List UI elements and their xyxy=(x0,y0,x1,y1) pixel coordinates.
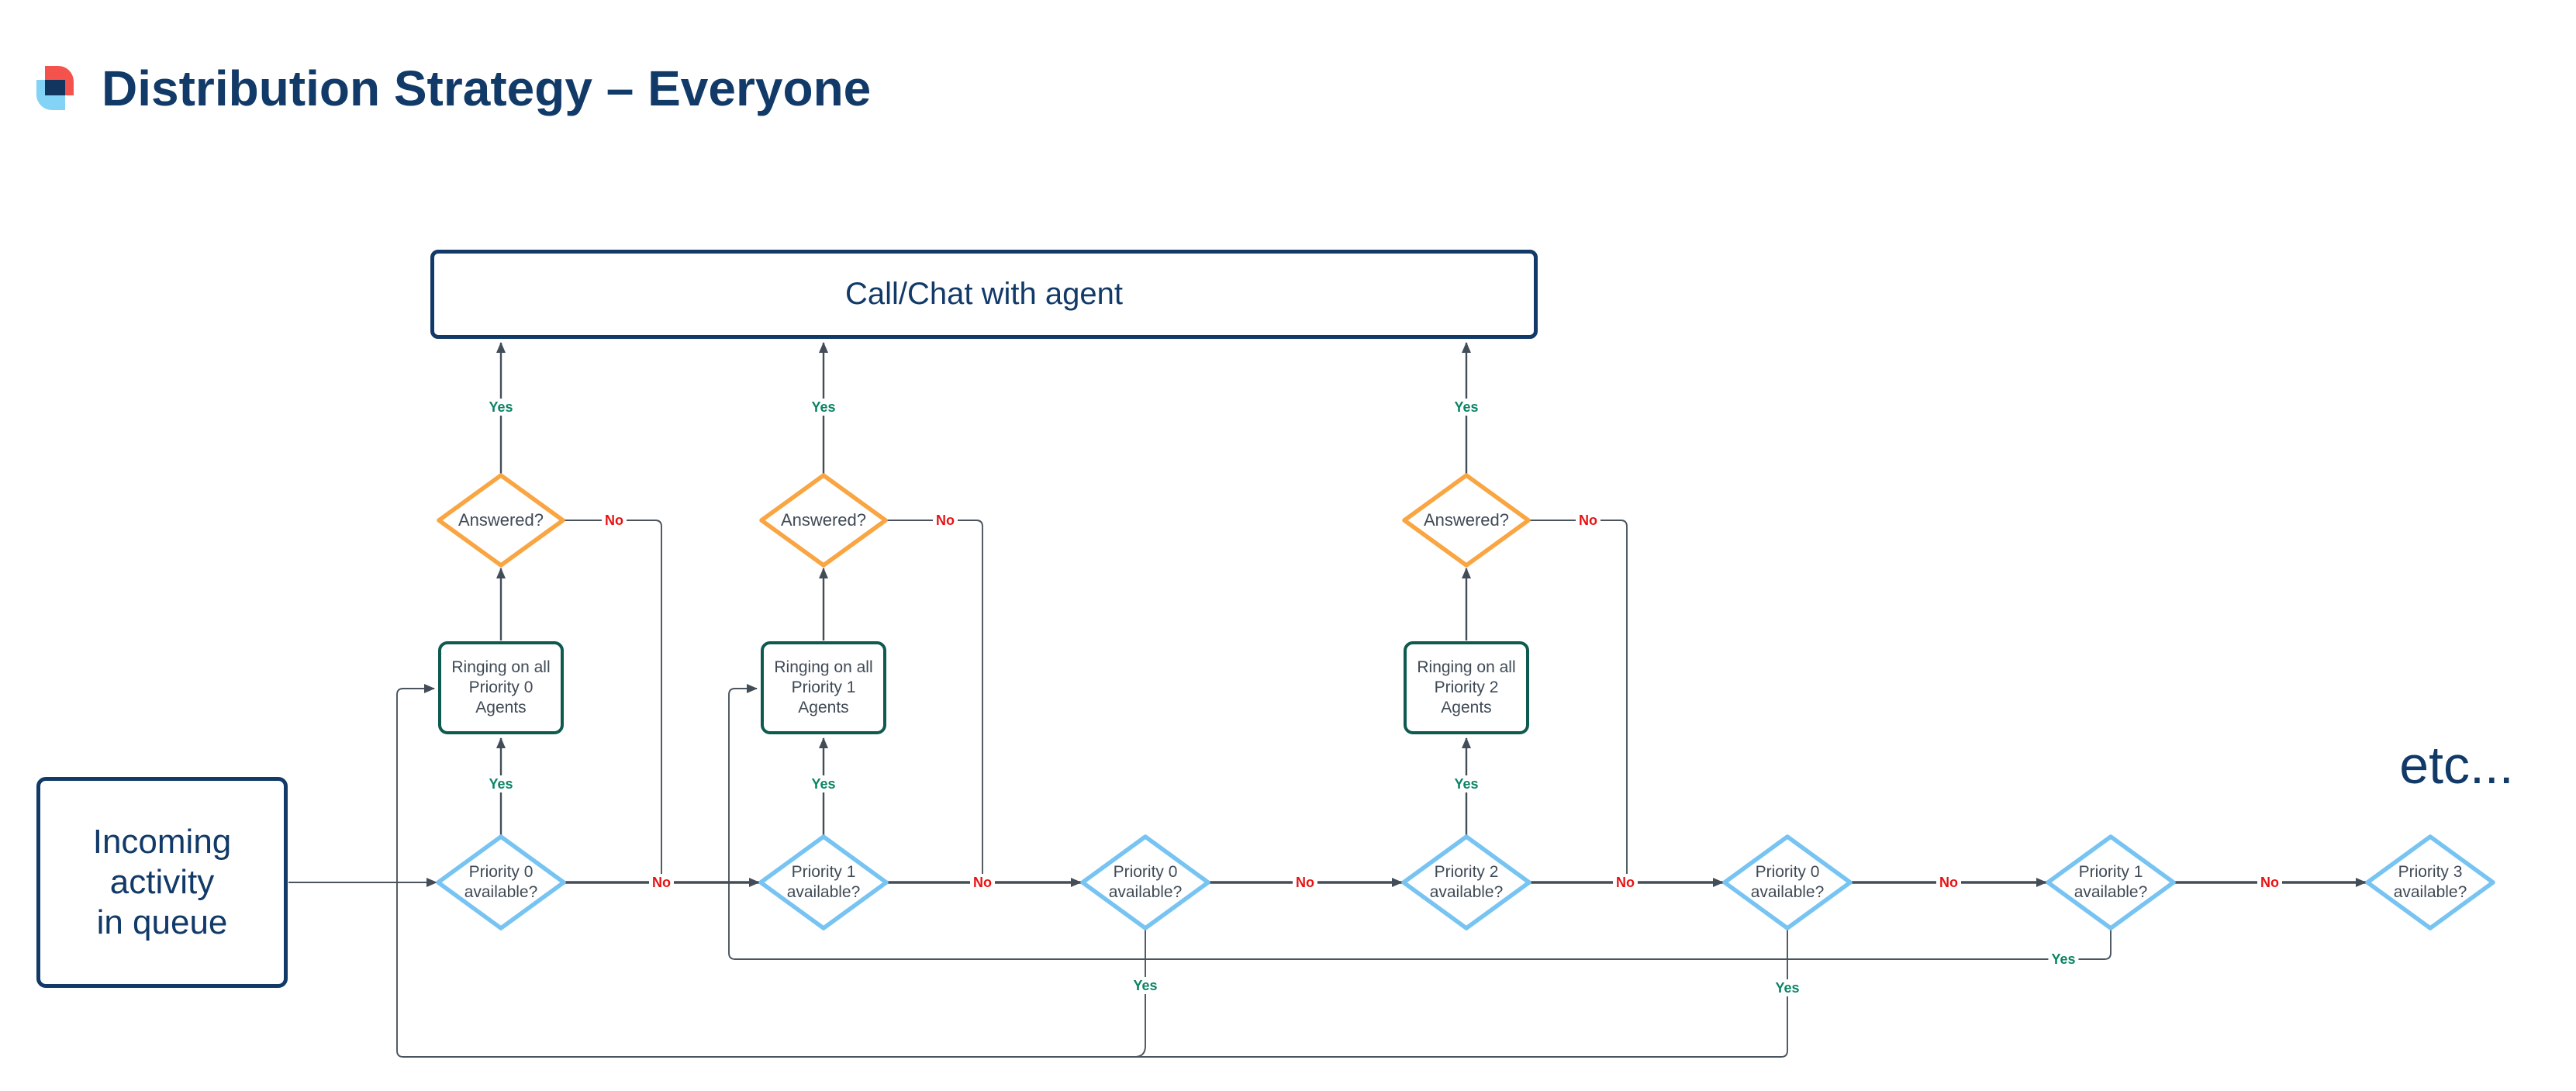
answered-diamond-2-label: Answered? xyxy=(1423,509,1510,530)
yes-label-loop-priority2: Yes xyxy=(1130,977,1161,994)
yes-label-loop-priority5: Yes xyxy=(2048,951,2079,968)
answered-diamond-0-label: Answered? xyxy=(458,509,544,530)
page-title: Distribution Strategy – Everyone xyxy=(102,60,872,116)
ringing-priority1-node: Ringing on all Priority 1 Agents xyxy=(761,641,886,734)
yes-label-priority0: Yes xyxy=(485,775,516,792)
yes-label-loop-priority4: Yes xyxy=(1772,979,1803,996)
priority-diamond-1-shape xyxy=(758,834,889,930)
priority-diamond-2-label: Priority 0 available? xyxy=(1108,863,1183,901)
priority-diamond-3-label: Priority 2 available? xyxy=(1429,863,1504,901)
yes-label-answered1: Yes xyxy=(808,399,839,416)
priority-diamond-6-label: Priority 3 available? xyxy=(2393,863,2467,901)
yes-label-answered0: Yes xyxy=(485,399,516,416)
etc-label: etc... xyxy=(2399,736,2514,795)
priority-diamond-0-shape xyxy=(436,834,566,930)
no-label-row-4: No xyxy=(1936,874,1961,891)
priority-diamond-4-shape xyxy=(1722,834,1853,930)
no-label-answered2: No xyxy=(1576,512,1601,529)
no-label-answered0: No xyxy=(602,512,627,529)
no-label-row-5: No xyxy=(2257,874,2282,891)
no-label-answered1: No xyxy=(933,512,958,529)
answered-diamond-0-shape xyxy=(437,473,565,568)
priority-diamond-5-shape xyxy=(2046,834,2176,930)
yes-label-priority3: Yes xyxy=(1451,775,1482,792)
yes-label-priority1: Yes xyxy=(808,775,839,792)
edge-answered0-no xyxy=(564,520,662,881)
answered-diamond-2-shape xyxy=(1402,473,1531,568)
edge-answered1-no xyxy=(886,520,983,881)
answered-diamond-1-label: Answered? xyxy=(780,509,867,530)
no-label-row-1: No xyxy=(970,874,995,891)
no-label-row-2: No xyxy=(1293,874,1317,891)
ringing-priority2-node: Ringing on all Priority 2 Agents xyxy=(1404,641,1529,734)
priority-diamond-3-shape xyxy=(1401,834,1531,930)
ringing-priority0-node: Ringing on all Priority 0 Agents xyxy=(438,641,564,734)
priority-diamond-5-label: Priority 1 available? xyxy=(2074,863,2148,901)
brand-logo-icon xyxy=(36,66,81,110)
priority-diamond-1-label: Priority 1 available? xyxy=(786,863,861,901)
logo-navy-shape xyxy=(45,80,65,95)
priority-diamond-6-shape xyxy=(2365,834,2495,930)
yes-label-answered2: Yes xyxy=(1451,399,1482,416)
answered-diamond-1-shape xyxy=(759,473,888,568)
no-label-row-0: No xyxy=(649,874,674,891)
edge-answered2-no xyxy=(1529,520,1628,881)
no-label-row-3: No xyxy=(1613,874,1638,891)
incoming-activity-node: Incoming activity in queue xyxy=(36,777,288,988)
call-chat-node: Call/Chat with agent xyxy=(430,250,1538,339)
priority-diamond-0-label: Priority 0 available? xyxy=(464,863,538,901)
edge-priority1-loop-to-ringing1 xyxy=(728,684,2112,960)
priority-diamond-2-shape xyxy=(1080,834,1210,930)
edge-priority0-loop-to-ringing0 xyxy=(396,684,1788,1058)
priority-diamond-4-label: Priority 0 available? xyxy=(1750,863,1825,901)
